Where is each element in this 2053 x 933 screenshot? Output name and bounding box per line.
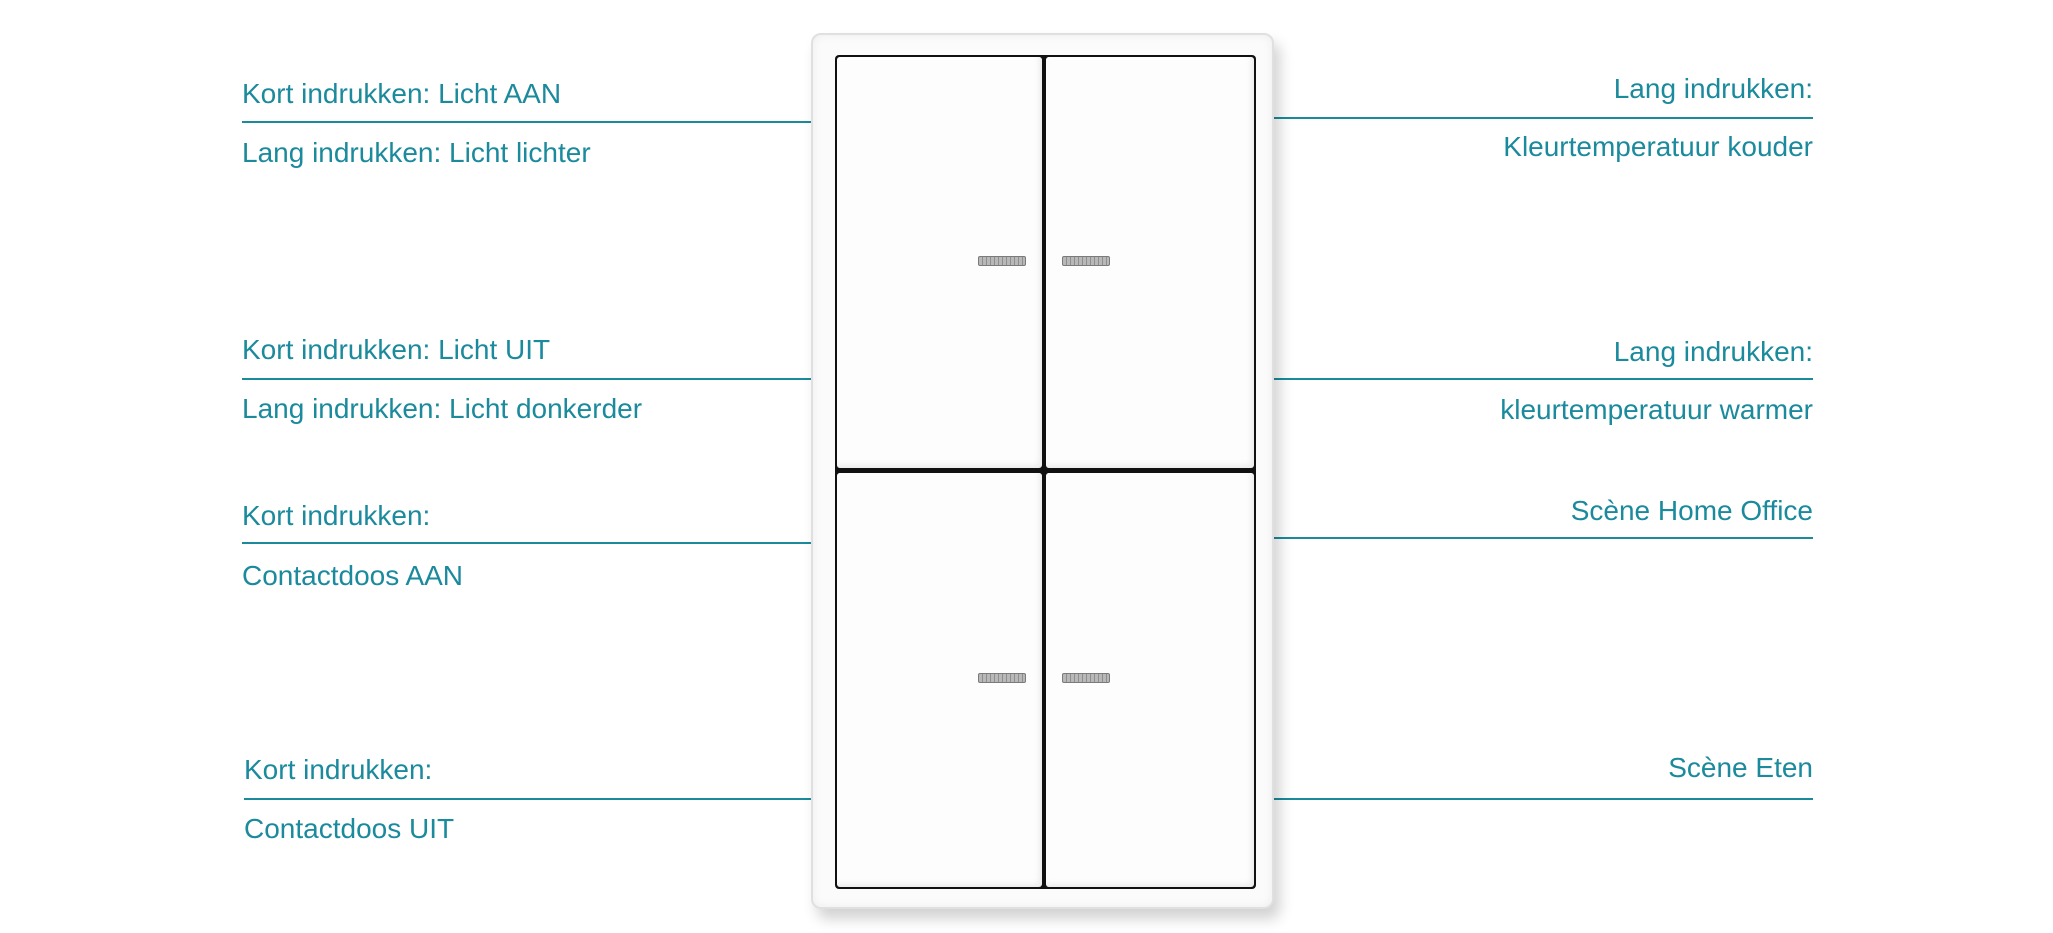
left-leader-4 [244,798,931,800]
rocker-bottom-right[interactable] [1046,473,1254,887]
left-label-4-top: Kort indrukken: [244,754,433,785]
left-leader-1 [242,121,931,123]
right-leader-4 [1154,798,1813,800]
left-label-4-bottom: Contactdoos UIT [244,813,455,844]
rocker-top-left[interactable] [837,57,1042,468]
rocker-bottom-left[interactable] [837,473,1042,887]
right-label-1-bottom: Kleurtemperatuur kouder [1503,131,1813,162]
left-label-1-bottom: Lang indrukken: Licht lichter [242,137,591,168]
left-leader-3 [242,542,931,544]
left-label-3-top: Kort indrukken: [242,500,431,531]
right-label-2-top: Lang indrukken: [1613,336,1813,367]
right-leader-3 [1149,537,1813,539]
right-leader-2 [1154,378,1813,380]
left-label-1-top: Kort indrukken: Licht AAN [242,78,562,109]
right-leader-1 [1149,117,1813,119]
led-indicator-icon [1062,673,1110,683]
left-label-2-bottom: Lang indrukken: Licht donkerder [242,393,643,424]
led-indicator-icon [978,256,1026,266]
right-label-2-bottom: kleurtemperatuur warmer [1500,394,1813,425]
switch-frame [811,33,1274,909]
right-label-3-top: Scène Home Office [1570,495,1813,526]
left-label-2-top: Kort indrukken: Licht UIT [242,334,551,365]
led-indicator-icon [978,673,1026,683]
rocker-top-right[interactable] [1046,57,1254,468]
left-leader-2 [242,378,931,380]
right-label-1-top: Lang indrukken: [1613,73,1813,104]
switch-rocker-panel [835,55,1256,889]
led-indicator-icon [1062,256,1110,266]
left-label-3-bottom: Contactdoos AAN [242,560,464,591]
right-label-4-top: Scène Eten [1668,752,1813,783]
